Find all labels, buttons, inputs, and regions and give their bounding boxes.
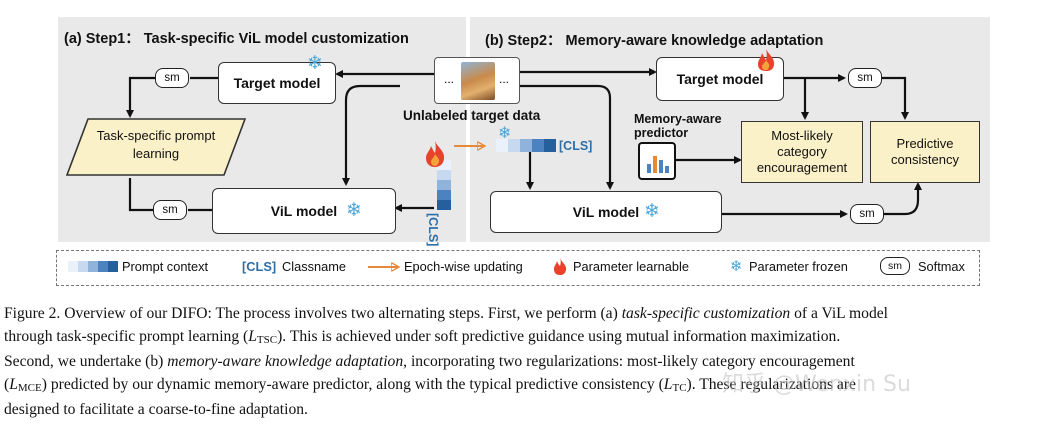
legend-softmax: Softmax [918, 259, 965, 274]
step2-vil-frozen-icon: ❄ [644, 200, 660, 222]
cls-vertical-label: [CLS] [426, 213, 440, 247]
caption-l4s2: TC [672, 381, 687, 394]
prompt-context-horizontal [496, 139, 556, 152]
unlabeled-data-label: Unlabeled target data [403, 108, 541, 123]
step1-vil-frozen-icon: ❄ [346, 199, 362, 221]
caption-l4m2: L [663, 375, 673, 393]
step2-vil-model: ViL model [490, 191, 722, 233]
figure-caption: Figure 2. Overview of our DIFO: The proc… [4, 303, 1044, 422]
caption-l2a: through task-specific prompt learning ( [4, 327, 249, 345]
prompt-learning-shape [66, 118, 246, 176]
caption-l1a: Figure 2. Overview of our DIFO: The proc… [4, 305, 622, 322]
caption-l1c: of a ViL model [790, 305, 888, 322]
caption-l4a: ) predicted by our dynamic memory-aware … [41, 375, 664, 393]
caption-line-2: through task-specific prompt learning (L… [4, 326, 1044, 352]
caption-l4b: ). These regularizations are [686, 375, 856, 393]
caption-line-3: Second, we undertake (b) memory-aware kn… [4, 351, 1044, 374]
step1-learnable-flame-icon [426, 141, 445, 167]
caption-l1b: task-specific customization [621, 305, 791, 322]
caption-l3c: , incorporating two regularizations: mos… [403, 353, 855, 370]
step1-vil-model: ViL model [212, 188, 396, 234]
caption-line-1: Figure 2. Overview of our DIFO: The proc… [4, 303, 1044, 326]
legend-classname: Classname [282, 259, 347, 274]
legend-cls-tag: [CLS] [242, 259, 277, 274]
cls-frozen-icon: ❄ [498, 123, 512, 142]
step2-target-model: Target model [656, 57, 784, 101]
connector-arrows [68, 68, 922, 272]
dog-image [461, 62, 495, 100]
legend-epoch-updating: Epoch-wise updating [404, 259, 523, 274]
predictive-consistency-box: Predictive consistency [870, 121, 980, 183]
caption-line-4: (LMCE) predicted by our dynamic memory-a… [4, 375, 856, 394]
step1-target-model: Target model [218, 62, 336, 104]
data-dots-right: ... [499, 72, 510, 86]
legend-box [56, 250, 980, 286]
legend-prompt-context: Prompt context [122, 259, 209, 274]
legend-sm-icon: sm [880, 257, 910, 275]
step1-vil-model-label: ViL model [270, 203, 338, 219]
step1-target-frozen-icon: ❄ [307, 52, 323, 74]
step1-title: (a) Step1： Task-specific ViL model custo… [64, 31, 409, 47]
caption-l2s: TSC [256, 333, 278, 346]
prompt-learning-label: Task-specific prompt learning [96, 128, 216, 161]
unlabeled-data-card: ... ... [434, 57, 520, 104]
step1-prompt-learning: Task-specific prompt learning [66, 118, 246, 176]
legend-param-learnable: Parameter learnable [573, 259, 689, 274]
step2-target-model-label: Target model [676, 71, 764, 87]
prompt-context-vertical [437, 160, 451, 210]
data-dots-left: ... [444, 72, 455, 86]
caption-l4s: MCE [17, 381, 42, 394]
step1-sm-top: sm [155, 68, 189, 88]
step2-vil-model-label: ViL model [572, 204, 640, 220]
step2-sm-bottom: sm [850, 204, 884, 224]
caption-line-5: designed to facilitate a coarse-to-fine … [4, 401, 308, 418]
bar-chart-icon [647, 156, 669, 173]
caption-l3a: Second, we undertake (b) [4, 353, 168, 370]
legend-param-frozen: Parameter frozen [749, 259, 848, 274]
legend-prompt-context-bar [68, 261, 118, 272]
most-likely-box: Most-likely category encouragement [741, 121, 863, 183]
step1-sm-bottom: sm [153, 200, 187, 220]
cls-horizontal-label: [CLS] [559, 139, 593, 153]
caption-l2b: ). This is achieved under soft predictiv… [277, 327, 841, 345]
step2-title: (b) Step2： Memory-aware knowledge adapta… [485, 33, 824, 49]
legend-flame-icon [554, 258, 567, 275]
legend-snow-icon: ❄ [730, 257, 743, 275]
memory-predictor-icon [638, 142, 676, 180]
memory-predictor-label: Memory-aware predictor [634, 112, 722, 140]
caption-l4m: L [9, 375, 18, 393]
step2-sm-top: sm [848, 68, 882, 88]
caption-l2m: L [248, 327, 257, 345]
step1-target-model-label: Target model [233, 75, 321, 91]
watermark: 知乎 @Wenxin Su [722, 372, 911, 397]
caption-l3b: memory-aware knowledge adaptation [167, 353, 404, 370]
step2-learnable-flame-icon [758, 49, 775, 71]
